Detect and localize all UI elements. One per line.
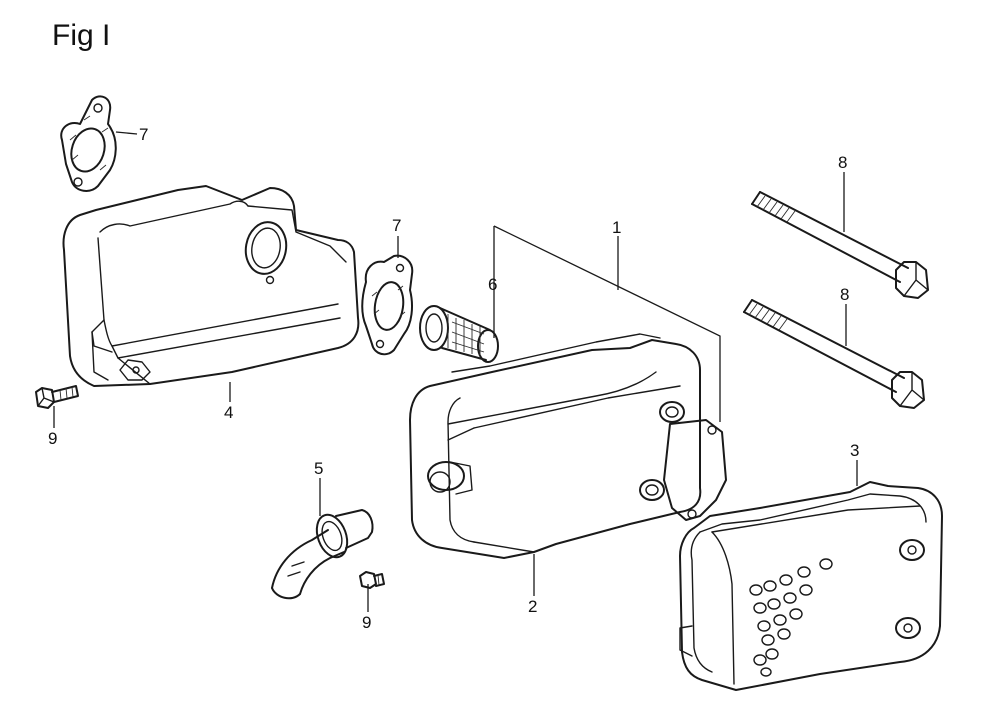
tailpipe-part-5 — [271, 509, 374, 600]
callout-7-left: 7 — [139, 125, 148, 144]
figure-title: Fig I — [52, 19, 110, 52]
gasket-part-7-middle — [361, 254, 414, 356]
muffler-part-2 — [409, 333, 727, 559]
callout-7-middle: 7 — [392, 216, 401, 235]
bolt-part-8-lower — [743, 299, 925, 409]
leader-lines — [53, 131, 858, 612]
bolt-part-8-upper — [751, 191, 929, 299]
callout-5: 5 — [314, 459, 323, 478]
callout-3: 3 — [850, 441, 859, 460]
callout-6: 6 — [488, 275, 497, 294]
callout-8-upper: 8 — [838, 153, 847, 172]
callout-1: 1 — [612, 218, 621, 237]
callout-9-left: 9 — [48, 429, 57, 448]
callout-9-bottom: 9 — [362, 613, 371, 632]
callout-2: 2 — [528, 597, 537, 616]
callout-4: 4 — [224, 403, 233, 422]
muffler-protector-part-3 — [679, 481, 943, 691]
bolt-part-9-bottom — [359, 571, 385, 589]
vent-holes — [749, 558, 833, 677]
bolt-part-9-left — [35, 385, 79, 409]
callout-8-lower: 8 — [840, 285, 849, 304]
heat-shield-part-4 — [62, 185, 360, 387]
tube-part-6 — [419, 305, 499, 363]
gasket-part-7-left — [60, 95, 117, 192]
